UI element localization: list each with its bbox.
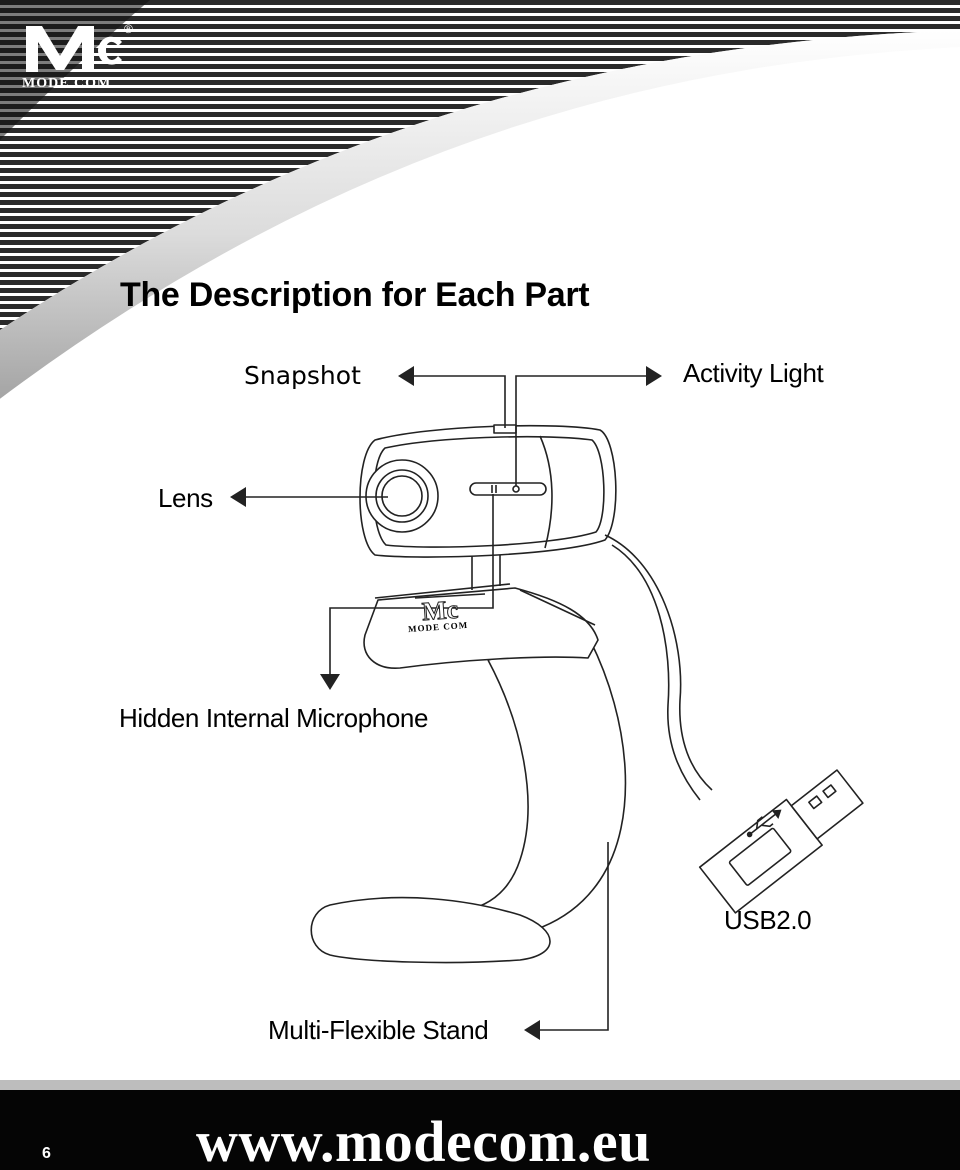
registered-mark: ® — [124, 22, 133, 36]
footer-bar — [0, 1090, 960, 1170]
arrow-left-icon — [230, 487, 246, 507]
stand-arc — [429, 659, 529, 914]
logo-wordmark: MODE COM — [22, 76, 112, 91]
modecom-logo-icon — [26, 26, 122, 72]
activity-leader — [515, 375, 648, 486]
label-stand: Multi-Flexible Stand — [268, 1015, 489, 1045]
footer-divider — [0, 1080, 960, 1090]
webcam-diagram — [230, 366, 864, 1040]
arrow-left-icon — [398, 366, 414, 386]
label-usb: USB2.0 — [724, 905, 812, 935]
snapshot-leader — [412, 375, 506, 428]
usb-plug — [698, 769, 864, 914]
light-slot — [469, 482, 547, 496]
stand-clip — [363, 587, 599, 669]
arrow-right-icon — [646, 366, 662, 386]
lens-inner — [375, 469, 429, 523]
mic-leader — [329, 494, 494, 676]
label-snapshot: Snapshot — [244, 361, 361, 390]
page-title: The Description for Each Part — [120, 276, 590, 314]
camera-neck — [471, 552, 501, 590]
label-activity-light: Activity Light — [683, 358, 824, 388]
arrow-left-icon — [524, 1020, 540, 1040]
modecom-logo: MODE COM — [20, 20, 140, 92]
usb-cable — [604, 534, 713, 791]
usb-trident-icon — [746, 809, 782, 838]
label-lens: Lens — [158, 483, 213, 513]
stand-base — [310, 896, 551, 964]
arrow-down-icon — [320, 674, 340, 690]
website-url: www.modecom.eu — [196, 1109, 651, 1170]
page-number: 6 — [42, 1145, 51, 1162]
label-microphone: Hidden Internal Microphone — [119, 703, 429, 733]
stand-leader — [540, 842, 609, 1031]
stand-arc-outer — [469, 639, 627, 941]
lens-core — [381, 475, 423, 517]
stand-logo-letters: Mc — [420, 594, 460, 627]
